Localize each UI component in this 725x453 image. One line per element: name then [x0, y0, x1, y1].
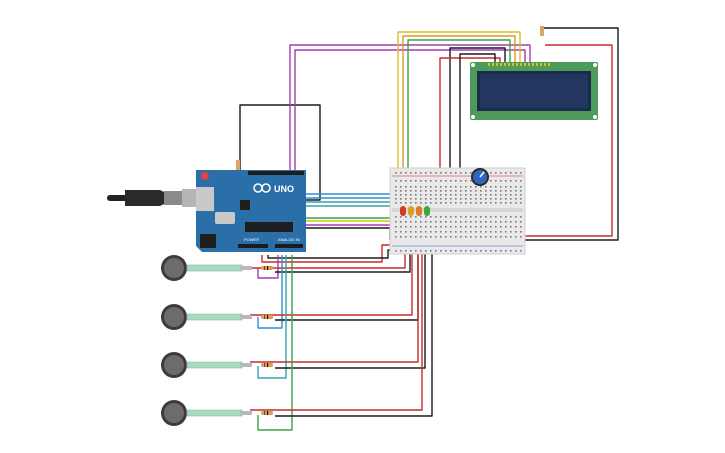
usb-cable[interactable] — [107, 189, 196, 207]
led-orange[interactable] — [416, 206, 422, 216]
force-sensors — [161, 255, 273, 426]
wire-black-s2[interactable] — [275, 250, 419, 321]
power-label: POWER — [244, 237, 259, 242]
wire-green-lcd[interactable] — [407, 39, 511, 180]
reset-button[interactable] — [201, 172, 209, 180]
wire-green-s4[interactable] — [257, 255, 293, 431]
wire-red-s4[interactable] — [250, 250, 423, 411]
force-sensor-4[interactable] — [161, 400, 273, 426]
led-group — [400, 206, 430, 216]
arduino-uno[interactable]: UNO POWER ANALOG IN — [196, 160, 306, 252]
wire-black-top[interactable] — [239, 104, 321, 201]
wire-teal-s2[interactable] — [257, 255, 283, 329]
led-red[interactable] — [400, 206, 406, 216]
resistor-top[interactable] — [236, 160, 240, 170]
wire-orange-lcd[interactable] — [402, 35, 516, 180]
board-brand: UNO — [274, 184, 294, 194]
wire-teal-s3[interactable] — [257, 255, 287, 379]
force-sensor-3[interactable] — [161, 352, 273, 378]
resistor-4[interactable] — [261, 411, 273, 415]
resistor-lcd[interactable] — [540, 26, 544, 36]
potentiometer[interactable] — [471, 168, 489, 186]
wire-purple-s1[interactable] — [257, 255, 279, 279]
resistor-1[interactable] — [261, 266, 273, 270]
resistor-2[interactable] — [261, 315, 273, 319]
wire-black-right[interactable] — [492, 27, 619, 241]
led-yellow[interactable] — [408, 206, 414, 216]
wire-black-s1[interactable] — [275, 250, 411, 273]
wire-red-right[interactable] — [488, 44, 613, 237]
wire-purple-lcd-2[interactable] — [294, 49, 526, 175]
force-sensor-2[interactable] — [161, 304, 273, 330]
wire-purple-lcd-1[interactable] — [289, 44, 531, 175]
led-green[interactable] — [424, 206, 430, 216]
wire-black-s3[interactable] — [275, 250, 426, 369]
wire-black-s4[interactable] — [275, 250, 433, 417]
wire-black-lcd-3[interactable] — [459, 53, 496, 212]
wire-red-s3[interactable] — [250, 250, 419, 363]
wire-red-gnd[interactable] — [261, 244, 395, 263]
arduino-logo-icon — [253, 183, 271, 193]
lcd-display[interactable] — [470, 62, 598, 120]
wire-red-s1[interactable] — [250, 250, 406, 269]
wire-yellow-lcd[interactable] — [397, 31, 521, 180]
lcd-pins — [488, 63, 550, 66]
wire-red-s2[interactable] — [250, 250, 413, 316]
wire-red-lcd-1[interactable] — [439, 57, 501, 212]
resistor-3[interactable] — [261, 363, 273, 367]
analog-label: ANALOG IN — [278, 237, 300, 242]
wire-dark-lcd-1[interactable] — [449, 47, 506, 212]
force-sensor-1[interactable] — [161, 255, 273, 281]
